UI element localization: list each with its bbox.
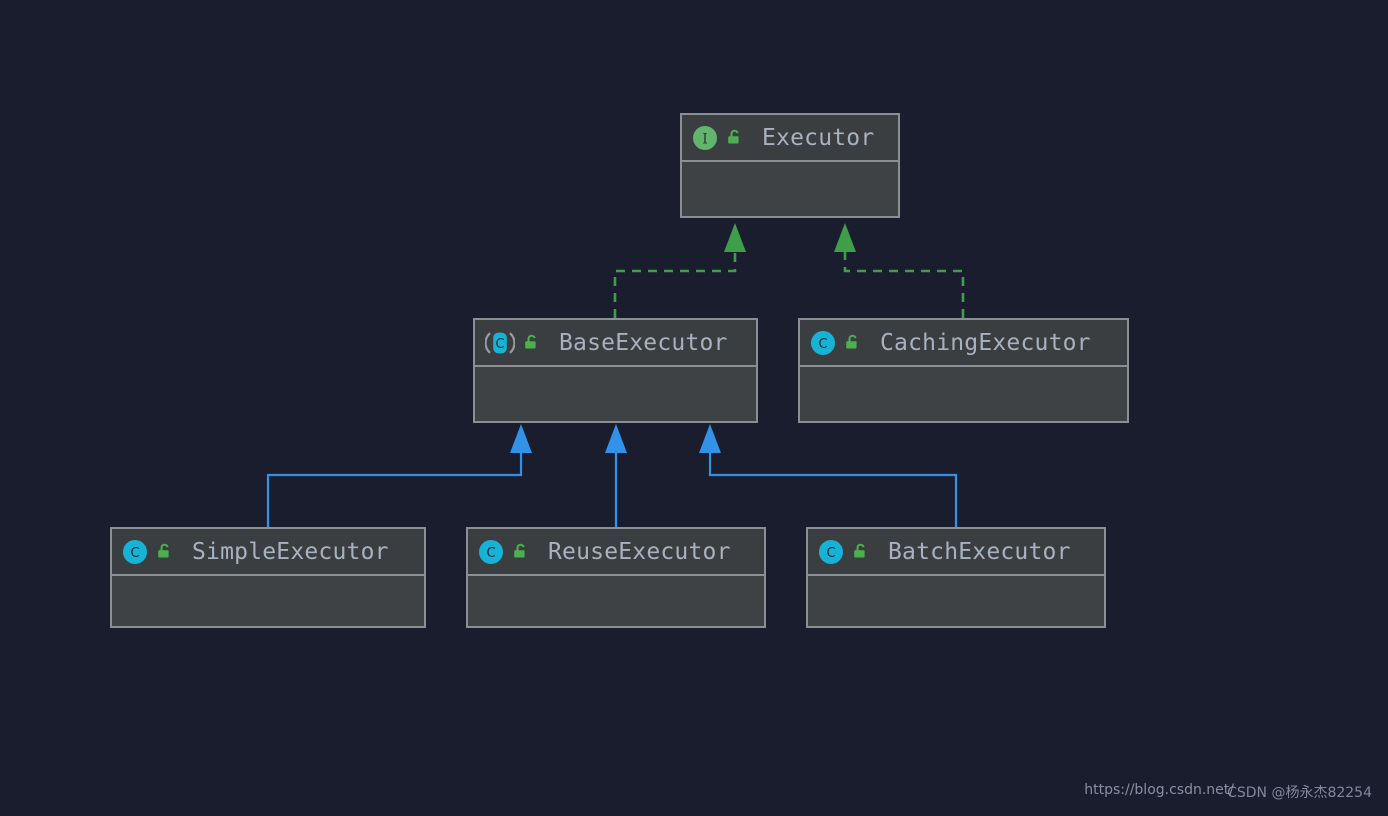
unlocked-padlock-icon [844,542,870,561]
uml-node-simple-executor[interactable]: C SimpleExecutor [110,527,426,628]
uml-node-title: CachingExecutor [880,329,1091,356]
class-badge-icon: C [122,539,148,565]
uml-node-base-executor[interactable]: C BaseExecutor [473,318,758,423]
uml-node-reuse-executor[interactable]: C ReuseExecutor [466,527,766,628]
class-badge-icon: C [818,539,844,565]
svg-text:C: C [495,337,504,352]
uml-node-title: ReuseExecutor [548,538,731,565]
uml-node-header: C BatchExecutor [808,529,1104,576]
unlocked-padlock-icon [836,333,862,352]
uml-node-header: C BaseExecutor [475,320,756,367]
uml-node-members [808,576,1104,626]
unlocked-padlock-icon [504,542,530,561]
svg-text:C: C [130,546,139,561]
uml-node-header: C SimpleExecutor [112,529,424,576]
svg-text:C: C [818,337,827,352]
uml-node-title: SimpleExecutor [192,538,389,565]
uml-node-header: C CachingExecutor [800,320,1127,367]
unlocked-padlock-icon [718,128,744,147]
unlocked-padlock-icon [515,333,541,352]
uml-node-members [468,576,764,626]
watermark-url: https://blog.csdn.net/ [1084,782,1234,798]
uml-node-executor[interactable]: I Executor [680,113,900,218]
class-badge-icon: C [810,330,836,356]
uml-node-header: I Executor [682,115,898,162]
edge-batch-executor-to-base-executor [699,424,958,527]
edge-simple-executor-to-base-executor [266,424,532,527]
abstract-class-badge-icon: C [485,330,515,356]
edge-caching-executor-to-executor [834,223,965,318]
uml-node-header: C ReuseExecutor [468,529,764,576]
svg-text:C: C [486,546,495,561]
uml-node-members [800,367,1127,421]
interface-badge-icon: I [692,125,718,151]
unlocked-padlock-icon [148,542,174,561]
uml-node-title: BaseExecutor [559,329,728,356]
watermark: https://blog.csdn.net/ CSDN @杨永杰82254 [1082,782,1372,808]
svg-text:I: I [702,131,708,147]
uml-node-title: Executor [762,124,875,151]
edge-reuse-executor-to-base-executor [605,424,627,527]
uml-node-caching-executor[interactable]: C CachingExecutor [798,318,1129,423]
uml-node-members [682,162,898,216]
uml-node-title: BatchExecutor [888,538,1071,565]
edge-base-executor-to-executor [613,223,746,318]
uml-node-batch-executor[interactable]: C BatchExecutor [806,527,1106,628]
class-badge-icon: C [478,539,504,565]
uml-node-members [112,576,424,626]
watermark-author: CSDN @杨永杰82254 [1227,785,1372,801]
uml-node-members [475,367,756,421]
svg-text:C: C [826,546,835,561]
